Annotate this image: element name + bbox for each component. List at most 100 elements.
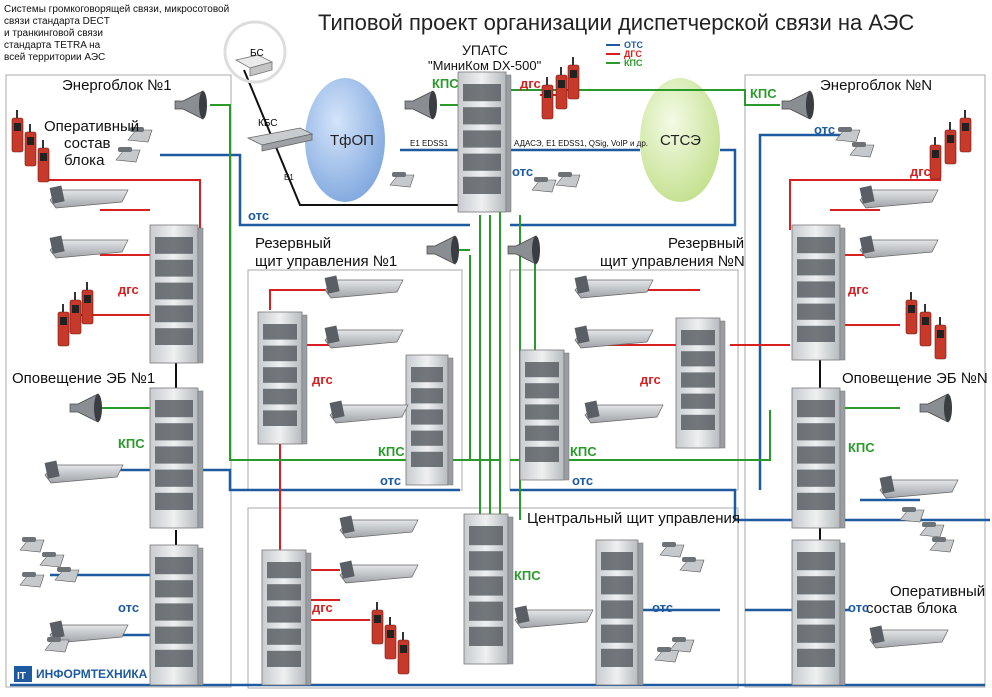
page-title: Типовой проект организации диспетчерской… xyxy=(318,10,914,35)
dgs-tag: дгс xyxy=(118,282,139,297)
svg-text:IT: IT xyxy=(17,671,26,682)
telephone xyxy=(919,522,945,538)
reserveN-line: щит управления №N xyxy=(600,253,745,270)
server-rack xyxy=(791,539,846,686)
unitN-label: Энергоблок №N xyxy=(820,77,932,94)
telephone xyxy=(659,542,685,558)
loudspeaker-icon xyxy=(426,235,459,265)
dispatch-console xyxy=(859,235,939,259)
alertN-label: Оповещение ЭБ №N xyxy=(842,370,988,387)
telephone xyxy=(849,142,875,158)
loudspeaker-icon xyxy=(507,235,540,265)
radios xyxy=(11,57,972,675)
note-line: стандарта TETRA на xyxy=(4,40,101,51)
dispatch-console xyxy=(329,400,409,424)
ots-tag: отс xyxy=(512,164,533,179)
note-line: связи стандарта DECT xyxy=(4,16,110,27)
server-rack xyxy=(149,224,204,364)
dgs-tag: дгс xyxy=(910,164,931,179)
server-rack xyxy=(791,387,846,529)
informtehnika-logo: IT ИНФОРМТЕХНИКА xyxy=(14,666,148,682)
kps-tag: КПС xyxy=(848,440,875,455)
kbs-device xyxy=(246,127,314,152)
dispatch-console xyxy=(869,625,949,649)
dispatch-console xyxy=(49,620,129,644)
unitN-frame xyxy=(744,74,986,688)
radio-handset xyxy=(81,282,94,325)
radio-handset xyxy=(37,140,50,183)
op-staff-left-line: состав xyxy=(64,135,111,152)
loudspeaker-icon xyxy=(69,393,102,423)
central-label: Центральный щит управления xyxy=(527,510,740,527)
consoles xyxy=(44,185,959,649)
speakers xyxy=(69,90,952,423)
telephone xyxy=(39,552,65,568)
op-staff-right-line: состав блока xyxy=(866,600,958,617)
dispatch-console xyxy=(574,325,654,349)
radio-handset xyxy=(905,292,918,335)
radio-handset xyxy=(555,67,568,110)
dispatch-console xyxy=(339,560,419,584)
racks xyxy=(149,71,846,686)
radio-handset xyxy=(397,632,410,675)
tag-labels: КПС дгс отс отс КПС отс дгс дгс дгс дгс … xyxy=(118,76,931,615)
reserve1-line: щит управления №1 xyxy=(255,253,397,270)
dgs-tag: дгс xyxy=(520,76,541,91)
telephone xyxy=(19,537,45,553)
ots-tag: отс xyxy=(572,473,593,488)
telephone xyxy=(44,637,70,653)
dispatch-console xyxy=(49,235,129,259)
ots-tag: отс xyxy=(814,122,835,137)
ots-tag: отс xyxy=(380,473,401,488)
loudspeaker-icon xyxy=(919,393,952,423)
e1-edss1-label: E1 EDSS1 xyxy=(410,139,449,148)
telephone xyxy=(54,567,80,583)
dispatch-console xyxy=(324,275,404,299)
telephone xyxy=(127,127,153,143)
note-line: и транкинговой связи xyxy=(4,28,103,39)
phones xyxy=(19,127,955,663)
radio-handset xyxy=(371,602,384,645)
radio-handset xyxy=(384,617,397,660)
bs-antenna-ring xyxy=(223,20,287,84)
alert1-label: Оповещение ЭБ №1 xyxy=(12,370,155,387)
stse-label: СТСЭ xyxy=(660,132,701,149)
telephone xyxy=(115,147,141,163)
radio-handset xyxy=(944,122,957,165)
radio-handset xyxy=(959,110,972,153)
kps-tag: КПС xyxy=(432,76,459,91)
systems-note: Системы громкоговорящей связи, микросото… xyxy=(0,0,229,64)
dispatch-console xyxy=(584,400,664,424)
kps-lines xyxy=(90,89,900,520)
kps-tag: КПС xyxy=(570,444,597,459)
kps-tag: КПС xyxy=(378,444,405,459)
legend-label: ОТС xyxy=(624,40,643,50)
radio-handset xyxy=(919,304,932,347)
loudspeaker-icon xyxy=(404,90,437,120)
server-rack xyxy=(149,387,204,529)
loudspeaker-icon xyxy=(174,90,207,120)
note-line: всей территории АЭС xyxy=(4,52,105,63)
ots-tag: отс xyxy=(848,600,869,615)
server-rack xyxy=(257,311,308,445)
server-rack xyxy=(149,544,204,686)
dispatch-console xyxy=(574,275,654,299)
server-rack xyxy=(519,349,570,481)
e1-label: E1 xyxy=(284,173,294,182)
telephone xyxy=(835,127,861,143)
bs-device xyxy=(223,20,287,84)
dispatch-console xyxy=(324,325,404,349)
upats-title: УПАТС xyxy=(462,42,508,58)
telephone xyxy=(531,177,557,193)
telephone xyxy=(899,507,925,523)
radio-handset xyxy=(541,77,554,120)
ots-tag: отс xyxy=(248,208,269,223)
dispatch-console xyxy=(44,460,124,484)
loudspeaker-icon xyxy=(781,90,814,120)
radio-handset xyxy=(934,317,947,360)
kps-tag: КПС xyxy=(514,568,541,583)
telephone xyxy=(669,637,695,653)
kps-tag: КПС xyxy=(750,86,777,101)
telephone xyxy=(389,172,415,188)
